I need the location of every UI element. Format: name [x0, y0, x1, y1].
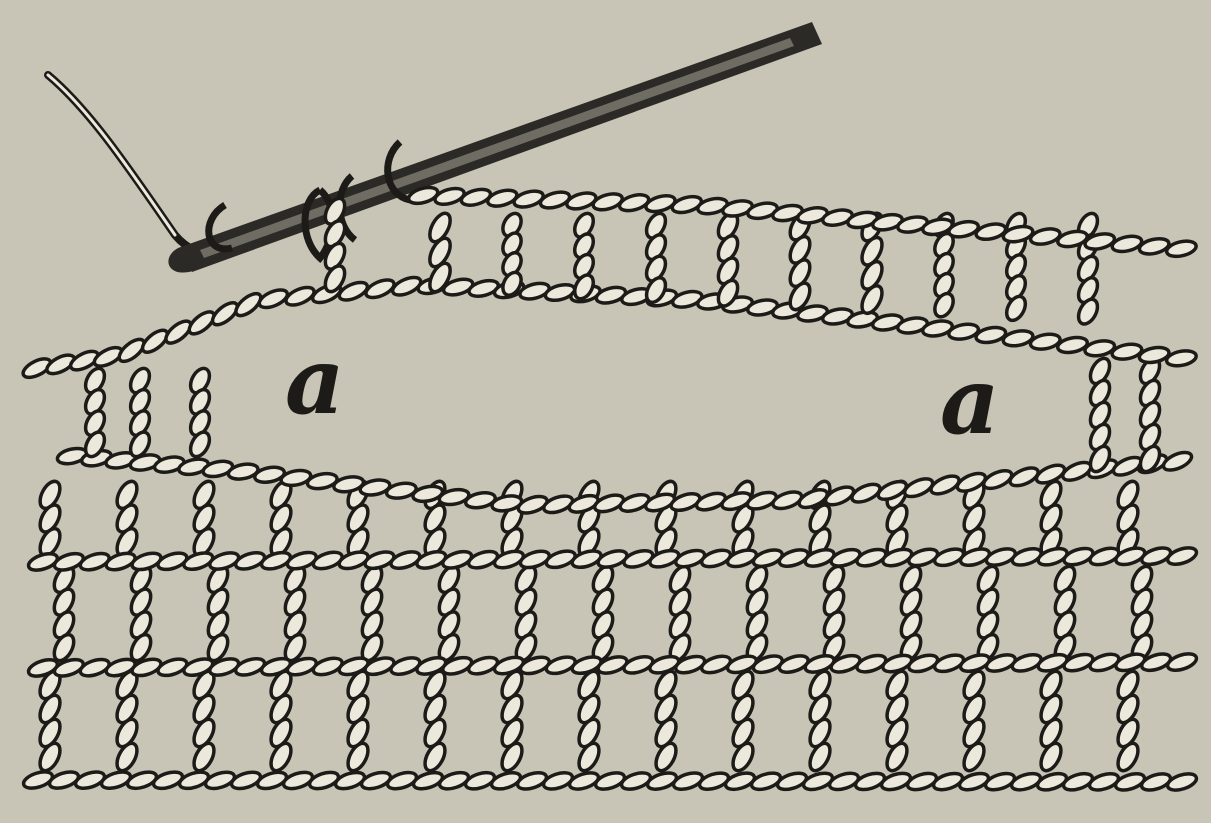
label-a-left: a: [285, 335, 345, 427]
label-a-right: a: [940, 355, 1000, 447]
